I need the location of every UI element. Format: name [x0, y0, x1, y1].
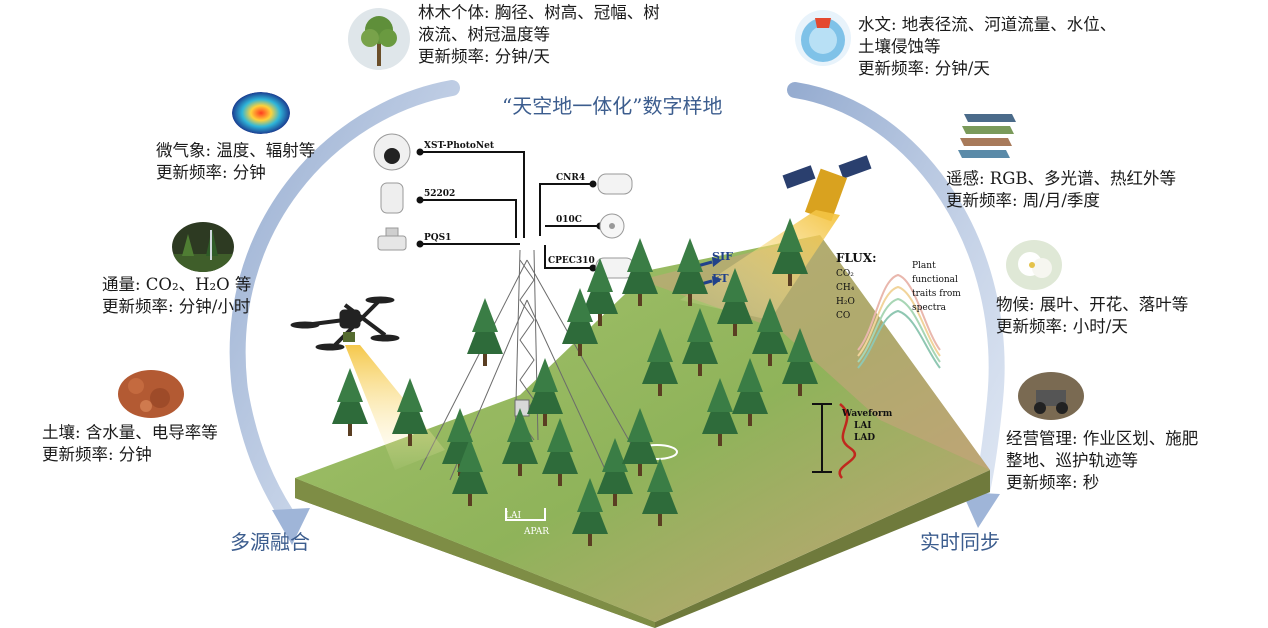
par-sensor-icon	[377, 227, 407, 251]
diagram-title: “天空地一体化”数字样地	[502, 94, 723, 118]
tree-icon	[348, 8, 410, 70]
tree-22	[527, 358, 563, 426]
apar-label: APAR	[523, 527, 549, 537]
phenocam-icon	[373, 133, 411, 171]
traits-line-2: functional	[912, 275, 958, 285]
label-flux: 通量: CO₂、H₂O 等 更新频率: 分钟/小时	[102, 275, 252, 316]
sensor-label-cnr4: CNR4	[556, 173, 585, 183]
tree-8	[622, 238, 658, 306]
lai-label: LAI	[505, 511, 521, 521]
sensor-label-52202: 52202	[424, 189, 455, 199]
tree-group	[332, 218, 818, 546]
waveform-lai: LAI	[854, 421, 872, 431]
right-sync-arc	[787, 82, 1005, 508]
thermal-image-icon	[232, 92, 290, 134]
flower-icon	[1006, 240, 1062, 290]
tree-7	[597, 438, 633, 506]
lai-bracket	[505, 508, 546, 521]
flux-spectra-curves	[857, 273, 941, 369]
tree-20	[452, 438, 488, 506]
traits-line-3: traits from	[912, 289, 961, 299]
tree-5	[542, 418, 578, 486]
soil-icon	[118, 370, 184, 418]
waveform-label: Waveform	[841, 409, 893, 419]
radiometer-icon	[597, 173, 633, 195]
satellite-beam	[680, 210, 840, 320]
waveform-lad: LAD	[854, 433, 875, 443]
label-phenology: 物候: 展叶、开花、落叶等 更新频率: 小时/天	[996, 295, 1189, 336]
right-arc-arrowhead	[962, 492, 1000, 528]
tree-15	[682, 308, 718, 376]
tree-16	[562, 288, 598, 356]
tree-13	[752, 298, 788, 366]
tree-2	[467, 298, 503, 366]
sensor-label-cpec310: CPEC310	[548, 256, 595, 266]
sensor-label-010c: 010C	[556, 215, 582, 225]
label-hydrology: 水文: 地表径流、河道流量、水位、 土壤侵蚀等 更新频率: 分钟/天	[858, 15, 1117, 78]
tree-23	[642, 458, 678, 526]
lidar-waveform	[812, 403, 857, 479]
tree-0	[332, 368, 368, 436]
tree-21	[572, 478, 608, 546]
flux-gas-co2: CO₂	[836, 269, 854, 279]
pyranometer-icon	[380, 182, 404, 214]
tree-6	[582, 258, 618, 326]
tree-1	[392, 378, 428, 446]
flux-gas-co: CO	[836, 311, 850, 321]
sensor-connectors	[420, 151, 600, 269]
tree-18	[732, 358, 768, 426]
drone-beam	[345, 345, 445, 470]
flux-gas-ch4: CH₄	[836, 283, 855, 293]
flux-gas-h2o: H₂O	[836, 297, 855, 307]
tree-19	[782, 328, 818, 396]
tree-11	[702, 378, 738, 446]
label-soil: 土壤: 含水量、电导率等 更新频率: 分钟	[42, 423, 218, 464]
flux-forest-icon	[172, 222, 234, 272]
remote-sensing-stack-icon	[958, 108, 1018, 164]
left-arc-arrowhead	[272, 508, 310, 545]
sensor-label-xst: XST-PhotoNet	[424, 141, 495, 151]
hydrology-map-icon	[795, 10, 851, 66]
satellite-icon	[782, 155, 872, 222]
sensor-label-pqs1: PQS1	[424, 233, 451, 243]
label-tree: 林木个体: 胸径、树高、冠幅、树 液流、树冠温度等 更新频率: 分钟/天	[418, 3, 660, 66]
flux-title: FLUX:	[836, 251, 877, 265]
tree-9	[642, 328, 678, 396]
anemometer-icon	[599, 213, 625, 239]
right-caption: 实时同步	[920, 530, 1000, 554]
left-caption: 多源融合	[230, 530, 310, 554]
tree-17	[622, 408, 658, 476]
label-management: 经营管理: 作业区划、施肥 整地、巡护轨迹等 更新频率: 秒	[1006, 429, 1199, 492]
field-robot-icon	[1018, 372, 1084, 420]
label-remote-sensing: 遥感: RGB、多光谱、热红外等 更新频率: 周/月/季度	[946, 169, 1177, 210]
label-microclimate: 微气象: 温度、辐射等 更新频率: 分钟	[156, 141, 316, 182]
traits-line-4: spectra	[912, 303, 947, 313]
drone-icon	[290, 296, 400, 351]
tree-4	[502, 408, 538, 476]
traits-line-1: Plant	[912, 261, 936, 271]
tree-10	[672, 238, 708, 306]
tree-12	[717, 268, 753, 336]
left-fusion-arc	[229, 80, 460, 528]
sif-label: SIF	[712, 250, 733, 263]
et-label: ET	[712, 272, 729, 285]
tree-14	[772, 218, 808, 286]
